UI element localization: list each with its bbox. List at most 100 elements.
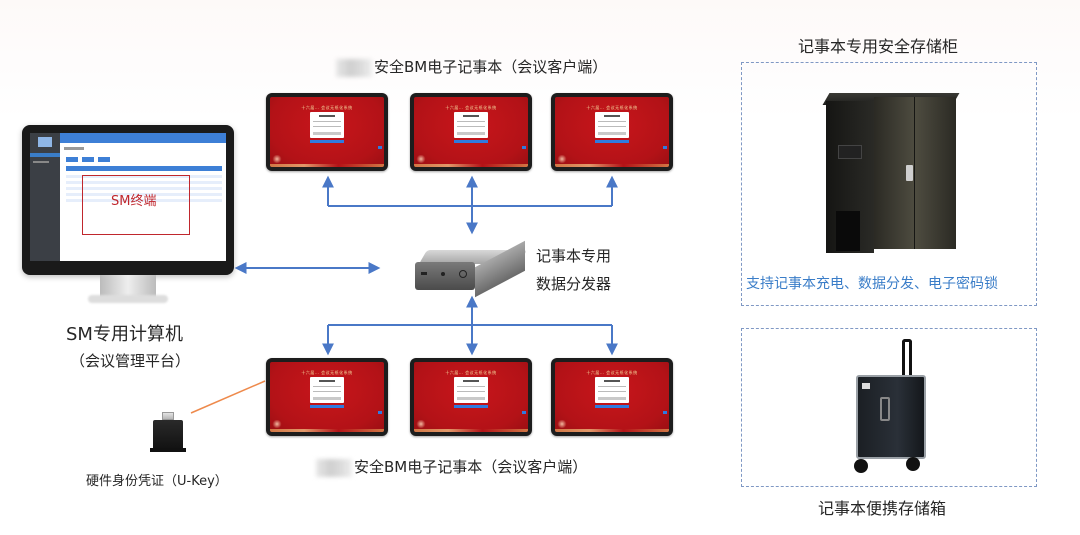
tablet-heading: 十六届… 会议无纸化系统 xyxy=(445,105,497,110)
bottom-tablet-1[interactable]: 十六届… 会议无纸化系统 xyxy=(266,358,388,436)
login-card xyxy=(454,377,488,403)
monitor-screen: SM终端 xyxy=(30,133,226,261)
top-group-title-text: 安全BM电子记事本（会议客户端） xyxy=(374,58,608,76)
app-header xyxy=(60,133,226,143)
bottom-decoration xyxy=(414,164,528,167)
tablet-heading: 十六届… 会议无纸化系统 xyxy=(301,370,353,375)
bottom-tablet-3[interactable]: 十六届… 会议无纸化系统 xyxy=(551,358,673,436)
top-tablet-1[interactable]: 十六届… 会议无纸化系统 xyxy=(266,93,388,171)
login-card xyxy=(454,112,488,138)
cabinet-features: 支持记事本充电、数据分发、电子密码锁 xyxy=(746,276,998,292)
app-table-header xyxy=(66,166,222,171)
case-handle xyxy=(902,339,912,375)
app-breadcrumb xyxy=(64,147,84,150)
login-card xyxy=(595,377,629,403)
decoration xyxy=(416,420,426,428)
login-button xyxy=(595,140,629,143)
cabinet-door-split xyxy=(914,97,915,249)
bottom-group-title-text: 安全BM电子记事本（会议客户端） xyxy=(354,458,588,476)
case-side-handle xyxy=(880,397,890,421)
side-button xyxy=(378,146,382,149)
sm-terminal-label: SM终端 xyxy=(111,194,157,209)
tablet-screen: 十六届… 会议无纸化系统 xyxy=(555,97,669,167)
app-logo xyxy=(38,137,52,147)
bottom-decoration xyxy=(555,429,669,432)
app-toolbar-button xyxy=(98,157,110,162)
distributor-label-line2: 数据分发器 xyxy=(536,275,612,293)
cabinet-title: 记事本专用安全存储柜 xyxy=(798,37,959,56)
app-table-rows xyxy=(66,172,222,202)
side-button xyxy=(522,411,526,414)
monitor-neck xyxy=(100,275,156,297)
decoration xyxy=(557,155,567,163)
portable-case-box xyxy=(741,328,1037,487)
decoration xyxy=(557,420,567,428)
tablet-screen: 十六届… 会议无纸化系统 xyxy=(555,362,669,432)
bottom-decoration xyxy=(555,164,669,167)
tablet-heading: 十六届… 会议无纸化系统 xyxy=(586,105,638,110)
top-tablet-3[interactable]: 十六届… 会议无纸化系统 xyxy=(551,93,673,171)
blurred-prefix xyxy=(336,58,372,77)
app-toolbar-button xyxy=(82,157,94,162)
cabinet-doors xyxy=(874,97,956,249)
data-distributor-device[interactable] xyxy=(415,240,528,298)
case-label xyxy=(862,383,870,389)
side-button xyxy=(522,146,526,149)
cabinet-side xyxy=(826,101,874,253)
sm-terminal-highlight: SM终端 xyxy=(82,175,190,235)
decoration xyxy=(272,155,282,163)
blurred-prefix xyxy=(316,458,352,477)
ukey-device[interactable] xyxy=(150,412,186,452)
distributor-power-button xyxy=(459,270,467,278)
cabinet-vent xyxy=(836,211,860,251)
monitor-base xyxy=(88,295,168,303)
top-tablet-2[interactable]: 十六届… 会议无纸化系统 xyxy=(410,93,532,171)
side-button xyxy=(663,146,667,149)
ukey-link-line xyxy=(190,380,266,414)
ukey-label: 硬件身份凭证（U-Key） xyxy=(86,474,228,489)
app-toolbar-button xyxy=(66,157,78,162)
computer-subtitle: （会议管理平台） xyxy=(70,352,191,370)
bottom-decoration xyxy=(414,429,528,432)
login-card xyxy=(310,377,344,403)
decoration xyxy=(416,155,426,163)
distributor-port xyxy=(421,272,427,275)
tablet-heading: 十六届… 会议无纸化系统 xyxy=(586,370,638,375)
app-sidebar-item-active xyxy=(30,153,60,157)
cabinet-control-panel xyxy=(838,145,862,159)
decoration xyxy=(272,420,282,428)
login-button xyxy=(595,405,629,408)
distributor-label-line1: 记事本专用 xyxy=(536,247,612,265)
distributor-front xyxy=(415,262,475,290)
computer-name: SM专用计算机 xyxy=(66,324,183,345)
cabinet-lock xyxy=(906,165,913,181)
storage-cabinet-image xyxy=(822,85,960,257)
distributor-port xyxy=(441,272,445,276)
login-button xyxy=(454,140,488,143)
side-button xyxy=(378,411,382,414)
bottom-decoration xyxy=(270,164,384,167)
case-wheel xyxy=(854,459,868,473)
login-button xyxy=(310,140,344,143)
ukey-body xyxy=(153,420,183,450)
tablet-heading: 十六届… 会议无纸化系统 xyxy=(301,105,353,110)
cabinet-box: 支持记事本充电、数据分发、电子密码锁 xyxy=(741,62,1037,306)
login-card xyxy=(595,112,629,138)
tablet-screen: 十六届… 会议无纸化系统 xyxy=(414,362,528,432)
top-group-title: 安全BM电子记事本（会议客户端） xyxy=(336,56,607,77)
tablet-heading: 十六届… 会议无纸化系统 xyxy=(445,370,497,375)
app-sidebar-item xyxy=(33,161,49,163)
top-bus-connector xyxy=(322,175,618,235)
login-card xyxy=(310,112,344,138)
ukey-connector xyxy=(162,412,174,420)
case-body xyxy=(856,375,926,459)
bottom-decoration xyxy=(270,429,384,432)
portable-case-image xyxy=(846,335,936,483)
case-title: 记事本便携存储箱 xyxy=(818,499,947,518)
login-button xyxy=(310,405,344,408)
login-button xyxy=(454,405,488,408)
bottom-tablet-2[interactable]: 十六届… 会议无纸化系统 xyxy=(410,358,532,436)
sm-computer-monitor[interactable]: SM终端 xyxy=(22,125,234,275)
app-sidebar xyxy=(30,133,60,261)
